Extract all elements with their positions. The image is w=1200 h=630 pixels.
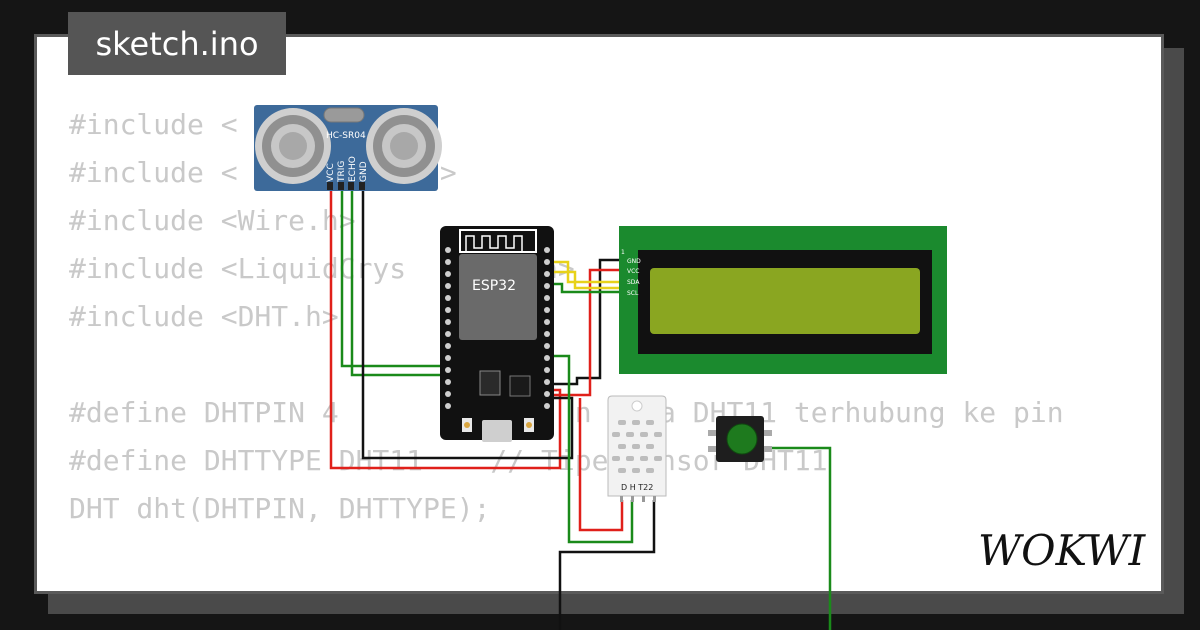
wokwi-logo-text: WOKWI: [978, 526, 1147, 571]
wire-black-gnd[interactable]: [361, 185, 574, 460]
lcd-pin-sda: SDA: [627, 279, 640, 286]
pin-label-gnd: GND: [359, 161, 369, 182]
lcd-pin-scl: SCL: [627, 290, 639, 297]
wire-green-echo[interactable]: [350, 185, 448, 377]
ultrasonic-sensor[interactable]: HC-SR04 VCC TRIG ECHO GND: [254, 105, 442, 191]
code-line: Define BLYNK TEMPLATE ID "CUSTOM_TEXT" /…: [69, 581, 1161, 591]
ultrasonic-label: HC-SR04: [326, 131, 366, 141]
pin-label-echo: ECHO: [348, 156, 358, 182]
wire-green-lcd-scl[interactable]: [551, 282, 622, 294]
esp32-label: ESP32: [472, 278, 516, 294]
wire-red-dht[interactable]: [578, 398, 624, 532]
code-line: DHT dht(DHTPIN, DHTTYPE);: [69, 492, 491, 525]
wire-green-dht[interactable]: [551, 354, 634, 544]
code-line: #include <DHT.h>: [69, 300, 339, 333]
pin-label-vcc: VCC: [326, 163, 336, 182]
dht-label: D H T22: [621, 483, 653, 492]
dht-sensor[interactable]: D H T22: [607, 395, 667, 502]
wire-black-lcd-gnd[interactable]: [551, 258, 622, 386]
wire-red-vcc[interactable]: [329, 185, 562, 470]
wire-black-dht[interactable]: [558, 500, 656, 630]
wire-green-button[interactable]: [764, 446, 832, 630]
pin-label-trig: TRIG: [337, 161, 347, 183]
wire-red-lcd-vcc[interactable]: [551, 268, 622, 397]
push-button[interactable]: [708, 416, 772, 462]
wokwi-logo: WOKWI: [978, 526, 1147, 571]
esp32-board[interactable]: ESP32: [440, 226, 554, 442]
lcd-pin-vcc: VCC: [627, 268, 639, 275]
lcd-pin-number: 1: [621, 249, 625, 256]
file-tab[interactable]: sketch.ino: [68, 12, 286, 75]
wire-yellow-lcd-2[interactable]: [551, 270, 622, 290]
code-line: #include <: [69, 108, 238, 141]
wire-green-trig[interactable]: [340, 185, 448, 368]
lcd-pin-gnd: GND: [627, 258, 641, 265]
lcd-display[interactable]: 1 GND VCC SDA SCL: [619, 226, 947, 374]
code-line: #include <Wire.h>: [69, 204, 356, 237]
